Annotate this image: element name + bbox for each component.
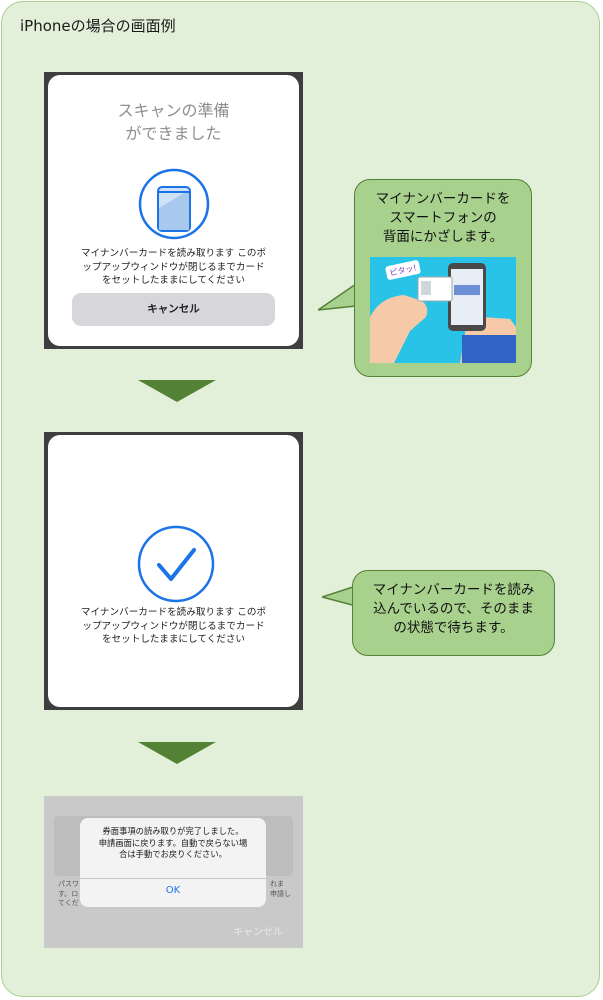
down-arrow-icon bbox=[138, 380, 216, 402]
alert-message: 券面事項の読み取りが完了しました。 申請画面に戻ります。自動で戻らない場 合は手… bbox=[80, 826, 266, 861]
phone-icon bbox=[138, 168, 210, 240]
down-arrow-icon bbox=[138, 742, 216, 764]
checkmark-icon bbox=[137, 525, 215, 603]
cancel-button[interactable]: キャンセル bbox=[72, 293, 275, 326]
popup-heading: スキャンの準備 ができました bbox=[48, 99, 299, 145]
alert-divider bbox=[80, 878, 266, 879]
ok-button[interactable]: OK bbox=[80, 881, 266, 901]
callout-hold-card: マイナンバーカードを スマートフォンの 背面にかざします。 ピタッ! bbox=[354, 179, 532, 377]
callout-tail bbox=[318, 280, 358, 320]
background-text-right: れま 申請し bbox=[270, 880, 291, 899]
reading-popup: マイナンバーカードを読み取ります このポ ップアップウィンドウが閉じるまでカード… bbox=[48, 435, 299, 707]
scan-popup: スキャンの準備 ができました マイナンバーカードを読み取ります このポ ップアッ… bbox=[48, 75, 299, 346]
screenshot-reading: マイナンバーカードを読み取ります このポ ップアップウィンドウが閉じるまでカード… bbox=[44, 432, 303, 710]
popup-message: マイナンバーカードを読み取ります このポ ップアップウィンドウが閉じるまでカード… bbox=[64, 606, 283, 647]
callout-text: マイナンバーカードを スマートフォンの 背面にかざします。 bbox=[355, 190, 531, 247]
popup-message: マイナンバーカードを読み取ります このポ ップアップウィンドウが閉じるまでカード… bbox=[64, 247, 283, 288]
hand-holding-card-illustration: ピタッ! bbox=[370, 257, 516, 363]
background-cancel-label: キャンセル bbox=[233, 923, 283, 938]
callout-text: マイナンバーカードを読み 込んでいるので、そのまま の状態で待ちます。 bbox=[353, 581, 554, 638]
panel-title: iPhoneの場合の画面例 bbox=[20, 15, 176, 36]
background-text-left: パスワ す。ロ てくだ bbox=[58, 880, 79, 909]
screenshot-complete: パスワ す。ロ てくだ れま 申請し キャンセル 券面事項の読み取りが完了しまし… bbox=[44, 796, 303, 948]
callout-reading: マイナンバーカードを読み 込んでいるので、そのまま の状態で待ちます。 bbox=[352, 570, 555, 656]
completion-alert: 券面事項の読み取りが完了しました。 申請画面に戻ります。自動で戻らない場 合は手… bbox=[80, 818, 266, 907]
screenshot-ready-to-scan: スキャンの準備 ができました マイナンバーカードを読み取ります このポ ップアッ… bbox=[44, 72, 303, 349]
